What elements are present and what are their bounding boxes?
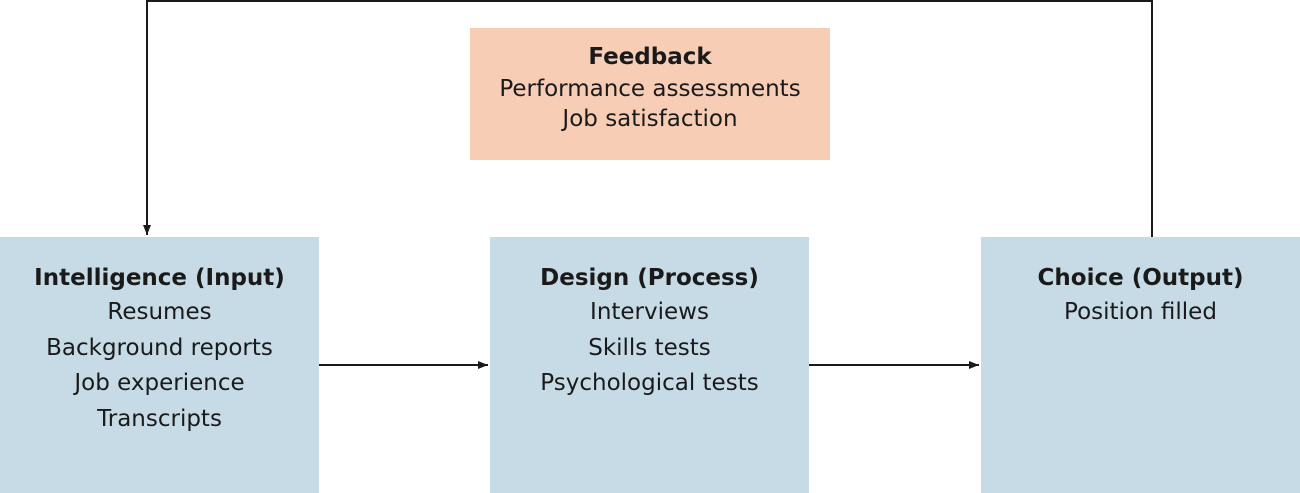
intelligence-items: Resumes Background reports Job experienc… <box>0 295 319 437</box>
choice-title: Choice (Output) <box>1037 265 1244 291</box>
feedback-loop-arrow <box>143 0 1153 237</box>
design-items: Interviews Skills tests Psychological te… <box>490 295 809 402</box>
design-item: Interviews <box>590 299 709 325</box>
intelligence-input-box: Intelligence (Input) Resumes Background … <box>0 237 319 493</box>
intelligence-title: Intelligence (Input) <box>34 265 285 291</box>
intelligence-item: Job experience <box>74 370 245 396</box>
feedback-items: Performance assessments Job satisfaction <box>470 74 830 134</box>
choice-item: Position filled <box>1064 299 1217 325</box>
design-item: Skills tests <box>588 334 711 361</box>
feedback-item: Performance assessments <box>499 76 801 102</box>
design-process-box: Design (Process) Interviews Skills tests… <box>490 237 809 493</box>
feedback-box: Feedback Performance assessments Job sat… <box>470 28 830 160</box>
design-item: Psychological tests <box>540 370 759 396</box>
feedback-item: Job satisfaction <box>562 106 738 132</box>
intelligence-item: Background reports <box>46 334 273 361</box>
choice-output-box: Choice (Output) Position filled <box>981 237 1300 493</box>
design-title: Design (Process) <box>540 265 759 291</box>
choice-items: Position filled <box>981 295 1300 331</box>
intelligence-item: Resumes <box>107 299 212 325</box>
feedback-title: Feedback <box>588 44 712 70</box>
intelligence-item: Transcripts <box>97 405 222 432</box>
